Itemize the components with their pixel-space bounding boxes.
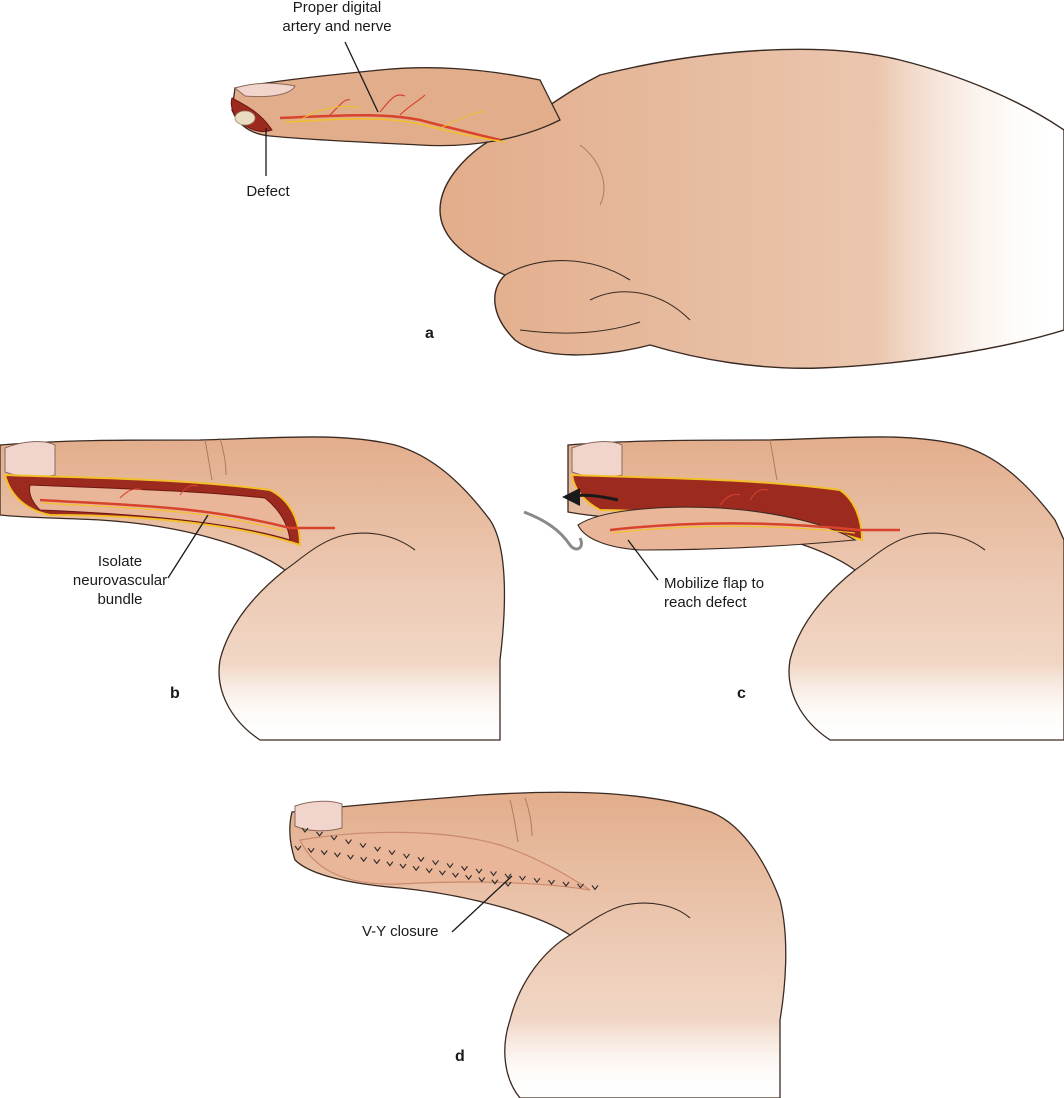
- panel-letter-d: d: [455, 1048, 465, 1065]
- suture-mark: [412, 865, 420, 872]
- label-isolate-neurovascular-bundle: Isolate neurovascular bundle: [60, 552, 180, 609]
- suture-mark: [562, 881, 570, 887]
- panel-c-knuckle-crease: [854, 532, 986, 571]
- panel-d-wrinkles: [509, 797, 533, 843]
- label-isolate-line-2: neurovascular: [72, 572, 168, 589]
- panel-b-nerve: [41, 502, 286, 532]
- suture-icon: [294, 827, 599, 891]
- panel-c-nerve: [611, 525, 856, 534]
- panel-a-illustration: [230, 41, 1064, 369]
- suture-mark: [386, 861, 394, 867]
- suture-mark: [330, 835, 338, 841]
- panel-b-illustration: [0, 436, 506, 741]
- panel-b-artery-branches: [119, 485, 199, 499]
- suture-mark: [461, 865, 468, 872]
- panel-letter-b: b: [170, 685, 180, 702]
- suture-mark: [316, 831, 323, 837]
- suture-mark: [490, 871, 497, 877]
- panel-a-nail: [233, 82, 296, 98]
- panel-letter-a: a: [425, 325, 434, 342]
- panel-letter-c: c: [737, 685, 746, 702]
- label-mobilize-line-2: reach defect: [664, 594, 747, 611]
- suture-mark: [294, 845, 302, 851]
- label-artery-line-2: artery and nerve: [282, 18, 392, 35]
- suture-mark: [432, 860, 439, 866]
- label-defect: Defect: [246, 183, 290, 200]
- suture-mark: [533, 877, 541, 884]
- suture-mark: [403, 853, 410, 859]
- label-mobilize-flap: Mobilize flap to reach defect: [664, 574, 814, 612]
- panel-c-nail: [571, 441, 623, 478]
- suture-mark: [374, 846, 381, 852]
- suture-mark: [417, 856, 425, 863]
- panel-c-artery: [609, 522, 900, 532]
- panel-c-artery-branches: [719, 489, 769, 506]
- panel-d-closed-flap: [299, 831, 591, 891]
- panel-a-artery-branches: [329, 94, 426, 116]
- label-mobilize-line-1: Mobilize flap to: [664, 575, 765, 592]
- suture-mark: [452, 872, 459, 878]
- suture-mark: [301, 827, 309, 833]
- suture-mark: [333, 852, 341, 858]
- panel-b-knuckle-crease: [284, 532, 416, 571]
- suture-mark: [519, 875, 526, 881]
- panel-b-flap: [29, 484, 291, 541]
- suture-mark: [345, 839, 352, 845]
- label-artery-line-1: Proper digital: [292, 0, 382, 16]
- suture-mark: [320, 850, 328, 856]
- panel-a-knuckle-crease-3: [519, 321, 641, 334]
- panel-c-mobilize-leader: [627, 539, 659, 581]
- panel-a-nerve-branches: [299, 106, 486, 129]
- label-proper-digital-artery: Proper digital artery and nerve: [262, 0, 412, 36]
- panel-a-index-finger: [231, 67, 561, 147]
- suture-mark: [438, 870, 446, 876]
- suture-mark: [347, 854, 354, 860]
- suture-mark: [388, 850, 396, 856]
- panel-c-wrinkles: [769, 439, 778, 481]
- panel-b-wrinkles: [204, 437, 227, 481]
- suture-mark: [373, 859, 381, 865]
- panel-d-knuckle-crease: [569, 902, 691, 936]
- panel-d-vy-leader: [451, 875, 513, 933]
- suture-mark: [504, 873, 512, 879]
- suture-mark: [465, 874, 473, 881]
- panel-b-nail: [4, 441, 56, 478]
- suture-mark: [359, 842, 367, 849]
- panel-d-illustration: [289, 791, 787, 1098]
- suture-mark: [475, 868, 483, 874]
- suture-mark: [399, 863, 407, 869]
- arrow-head-icon: [562, 488, 580, 506]
- hook-icon: [523, 510, 583, 551]
- suture-mark: [577, 883, 584, 889]
- suture-mark: [591, 885, 599, 891]
- suture-mark: [307, 847, 315, 854]
- panel-a-fingertip-pad: [234, 110, 256, 126]
- panel-a-knuckle-crease-2: [589, 291, 691, 321]
- label-isolate-line-3: bundle: [97, 591, 143, 608]
- suture-mark: [548, 879, 555, 886]
- panel-a-artery-leader: [344, 41, 379, 113]
- suture-mark: [425, 868, 433, 874]
- suture-mark: [446, 863, 454, 869]
- panel-a-nerve: [284, 118, 506, 143]
- suture-mark: [504, 881, 512, 887]
- panel-a-hand: [439, 48, 1064, 369]
- panel-a-artery: [279, 113, 501, 142]
- panel-a-wrinkle: [579, 144, 605, 206]
- panel-a-knuckle-crease-1: [504, 260, 631, 281]
- panel-b-isolate-leader: [167, 514, 209, 579]
- suture-mark: [478, 877, 486, 883]
- panel-b-artery: [39, 498, 335, 530]
- panel-d-nail: [294, 800, 343, 832]
- label-isolate-line-1: Isolate: [97, 553, 143, 570]
- suture-mark: [360, 856, 368, 863]
- suture-mark: [491, 879, 499, 885]
- panel-c-illustration: [523, 436, 1064, 741]
- label-vy-closure: V-Y closure: [362, 923, 439, 940]
